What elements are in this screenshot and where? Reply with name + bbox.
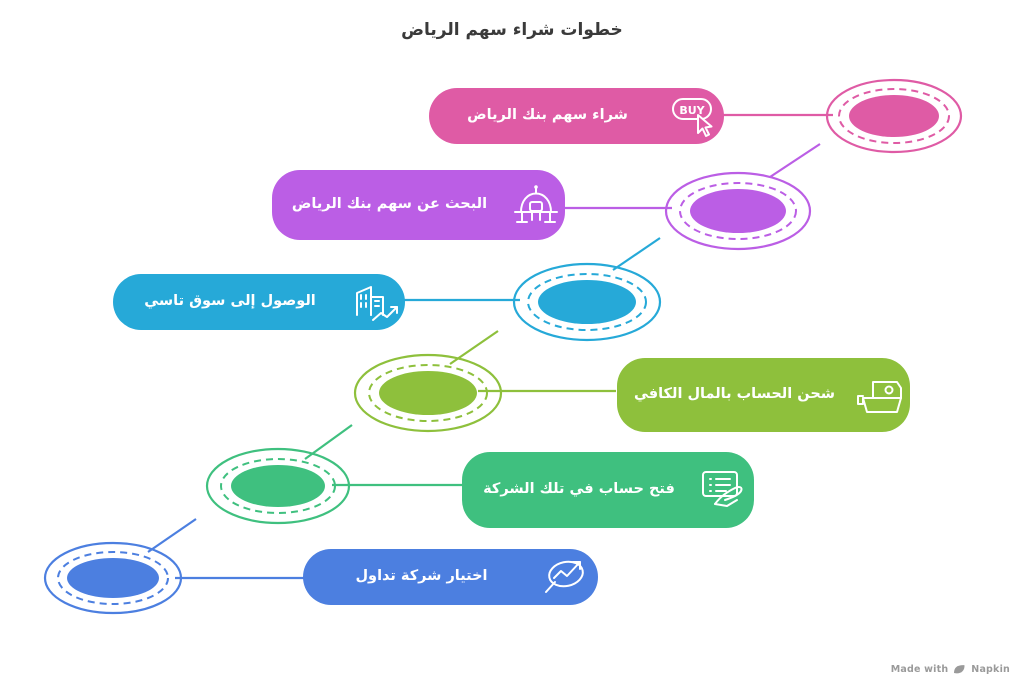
market-building-growth-icon (347, 276, 405, 328)
node-step-1 (42, 540, 184, 618)
magnifier-trend-icon (540, 551, 598, 603)
step-pill-4[interactable]: الوصول إلى سوق تاسي (113, 274, 405, 330)
step-pill-6[interactable]: شراء سهم بنك الرياض BUY (429, 88, 724, 144)
leaf-icon (954, 665, 965, 674)
step-label-5: البحث عن سهم بنك الرياض (291, 196, 488, 213)
watermark-brand: Napkin (971, 664, 1010, 675)
form-signing-icon (696, 464, 754, 516)
step-label-1: اختيار شركة تداول (355, 568, 488, 585)
step-label-2: فتح حساب في تلك الشركة (483, 481, 675, 498)
search-robot-icon (507, 179, 565, 231)
step-pill-5[interactable]: البحث عن سهم بنك الرياض (272, 170, 565, 240)
svg-text:BUY: BUY (679, 104, 705, 117)
step-pill-2[interactable]: فتح حساب في تلك الشركة (462, 452, 754, 528)
node-step-2 (204, 446, 352, 528)
step-label-4: الوصول إلى سوق تاسي (144, 293, 316, 310)
watermark: Made with Napkin (891, 664, 1010, 675)
page-title: خطوات شراء سهم الرياض (401, 20, 623, 40)
wallet-money-icon (852, 369, 910, 421)
step-label-3: شحن الحساب بالمال الكافي (633, 386, 836, 403)
step-pill-1[interactable]: اختيار شركة تداول (303, 549, 598, 605)
node-step-5 (663, 170, 813, 254)
node-step-3 (352, 352, 504, 436)
watermark-prefix: Made with (890, 664, 949, 675)
node-step-6 (824, 78, 964, 156)
buy-button-cursor-icon: BUY (666, 90, 724, 142)
step-label-6: شراء سهم بنك الرياض (467, 107, 628, 124)
step-pill-3[interactable]: شحن الحساب بالمال الكافي (617, 358, 910, 432)
node-step-4 (511, 261, 663, 345)
